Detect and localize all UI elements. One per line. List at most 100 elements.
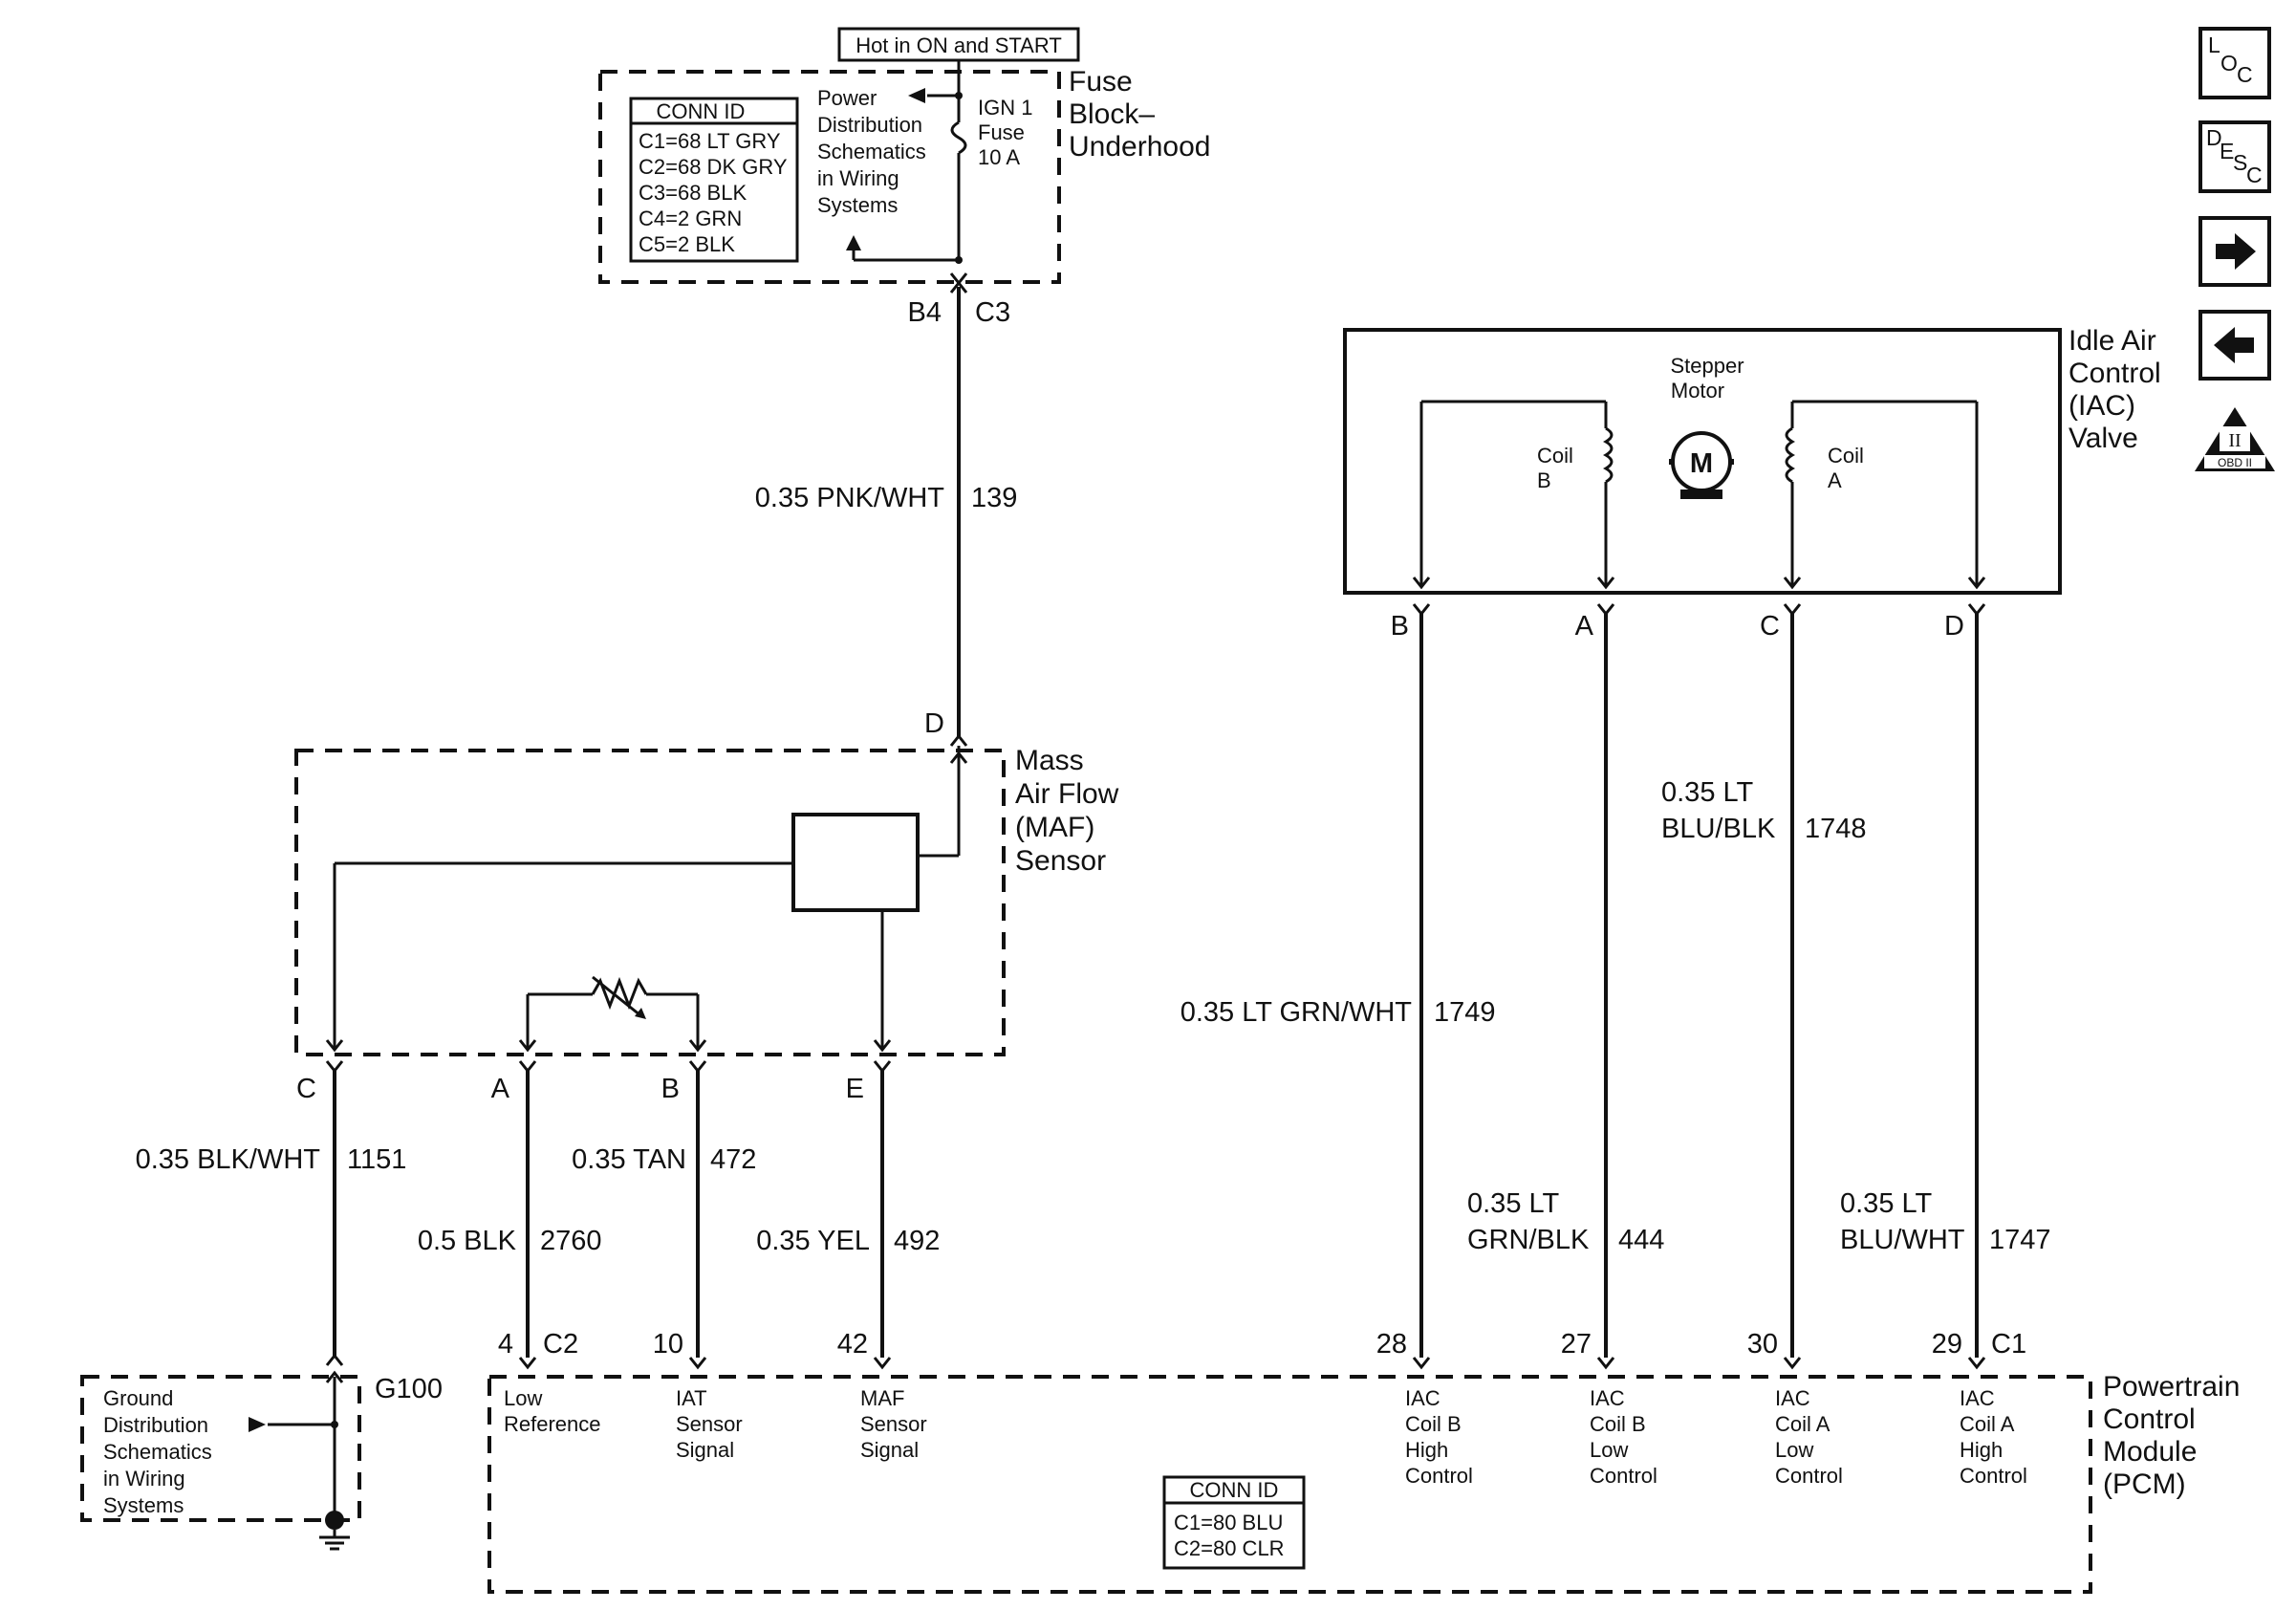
maf-title-2: Air Flow [1015,778,1119,810]
obd-ii-label: OBD II [2218,456,2252,469]
desc-letter-c: C [2246,163,2263,187]
wire-1748-circuit: 1748 [1805,814,1867,844]
powertrain-control-module: Powertrain Control Module (PCM) 4 C2 10 … [487,1329,2240,1594]
wire-139-gauge: 0.35 PNK/WHT [755,483,944,513]
pcm-signal-iac-a-high-3: High [1960,1438,2003,1462]
wire-1748-gauge-1: 0.35 LT [1661,777,1753,808]
description-icon[interactable]: D E S C [2199,120,2271,193]
iac-title-4: Valve [2069,423,2138,454]
pcm-signal-maf-1: MAF [860,1386,904,1410]
pcm-signal-iac-a-high-1: IAC [1960,1386,1995,1410]
pcm-signal-iac-a-high-4: Control [1960,1464,2027,1488]
pcm-signal-iac-b-low-2: Coil B [1590,1412,1646,1436]
fuse-pin-b4: B4 [908,297,942,328]
pcm-title-1: Powertrain [2103,1371,2240,1403]
wire-1747-gauge-2: BLU/WHT [1840,1225,1965,1255]
fuse-conn-id-c5: C5=2 BLK [639,232,735,256]
pcm-pin-42: 42 [837,1329,868,1360]
iac-pin-d: D [1944,611,1964,642]
fuse-block-title-1: Fuse [1069,66,1133,98]
motor-symbol: M [1690,448,1713,479]
obd-ii-icon[interactable]: II OBD II [2195,407,2275,471]
desc-letter-s: S [2233,150,2247,175]
fuse-label-line-3: 10 A [978,145,1020,169]
power-ref-line-5: Systems [817,193,898,217]
loc-letter-c: C [2237,62,2253,87]
pcm-signal-maf-2: Sensor [860,1412,927,1436]
maf-pin-c: C [296,1074,316,1104]
ground-ref-line-3: Schematics [103,1440,212,1464]
wire-444-gauge-1: 0.35 LT [1467,1188,1559,1219]
ground-id: G100 [375,1374,443,1404]
iac-pin-b: B [1391,611,1409,642]
pcm-pin-29: 29 [1932,1329,1962,1360]
pcm-signal-iac-b-low-4: Control [1590,1464,1657,1488]
ground-ref-line-5: Systems [103,1493,184,1517]
fuse-pin-c3: C3 [975,297,1010,328]
iac-valve: Idle Air Control (IAC) Valve Stepper Mot… [1343,325,2161,642]
wire-139-circuit: 139 [971,483,1017,513]
iac-pin-c: C [1760,611,1780,642]
pcm-signal-iac-a-high-2: Coil A [1960,1412,2015,1436]
pcm-pin-27: 27 [1561,1329,1592,1360]
fuse-label-line-1: IGN 1 [978,96,1032,120]
pcm-title-2: Control [2103,1403,2196,1435]
pcm-signal-iac-b-low-1: IAC [1590,1386,1625,1410]
pcm-signal-iac-a-low-2: Coil A [1775,1412,1830,1436]
pcm-pin-4: 4 [498,1329,513,1360]
pcm-signal-iac-a-low-3: Low [1775,1438,1813,1462]
pcm-signal-iat-3: Signal [676,1438,734,1462]
power-ref-line-3: Schematics [817,140,926,163]
pcm-signal-iac-b-high-2: Coil B [1405,1412,1462,1436]
fuse-conn-id-c2: C2=68 DK GRY [639,155,788,179]
ground-ref-line-4: in Wiring [103,1467,185,1490]
coil-b-label-1: Coil [1537,444,1573,468]
pcm-connector-c2: C2 [543,1329,578,1360]
side-icon-bar: L O C D E S C II OBD II [2195,27,2275,471]
wire-1749: 0.35 LT GRN/WHT 1749 [1180,614,1496,1358]
wire-492-gauge: 0.35 YEL [756,1226,870,1256]
pcm-conn-id-title: CONN ID [1190,1478,1279,1502]
wire-492-circuit: 492 [894,1226,940,1256]
wire-472: 0.35 TAN 472 [572,1071,756,1358]
wire-492: 0.35 YEL 492 [756,1071,940,1358]
wire-1748-gauge-2: BLU/BLK [1661,814,1776,844]
iac-title-2: Control [2069,358,2161,389]
location-icon[interactable]: L O C [2199,27,2271,99]
pcm-conn-id-c2: C2=80 CLR [1174,1536,1285,1560]
stepper-label-2: Motor [1671,379,1724,402]
power-ref-line-2: Distribution [817,113,922,137]
wire-2760: 0.5 BLK 2760 [418,1071,602,1358]
previous-arrow-icon[interactable] [2199,310,2271,381]
maf-pin-b: B [661,1074,680,1104]
fuse-conn-id-c1: C1=68 LT GRY [639,129,781,153]
wire-444-circuit: 444 [1618,1225,1664,1255]
fuse-block-title-3: Underhood [1069,131,1210,163]
obd-ii-roman: II [2228,430,2241,451]
maf-title-4: Sensor [1015,845,1106,877]
pcm-signal-maf-3: Signal [860,1438,919,1462]
desc-letter-e: E [2220,139,2234,163]
next-arrow-icon[interactable] [2199,216,2271,287]
loc-letter-o: O [2220,51,2238,76]
fuse-conn-id-c4: C4=2 GRN [639,207,742,230]
maf-pin-d: D [924,708,944,739]
maf-sensor: D Mass Air Flow (MAF) Sensor C A B E [294,708,1119,1104]
pcm-signal-iac-b-high-1: IAC [1405,1386,1440,1410]
maf-pin-a: A [491,1074,510,1104]
pcm-signal-low-ref-1: Low [504,1386,542,1410]
fuse-block-title-2: Block– [1069,98,1155,130]
pcm-connector-c1: C1 [1991,1329,2026,1360]
wire-139: 0.35 PNK/WHT 139 [755,287,1017,736]
pcm-title-4: (PCM) [2103,1469,2186,1500]
desc-letter-d: D [2206,125,2222,150]
pcm-signal-iat-2: Sensor [676,1412,743,1436]
maf-title-1: Mass [1015,745,1084,776]
wire-1749-circuit: 1749 [1434,997,1496,1028]
coil-b-label-2: B [1537,468,1551,492]
pcm-pin-28: 28 [1376,1329,1407,1360]
wire-472-circuit: 472 [710,1144,756,1175]
stepper-label-1: Stepper [1670,354,1744,378]
wire-1151: 0.35 BLK/WHT 1151 [136,1071,406,1356]
